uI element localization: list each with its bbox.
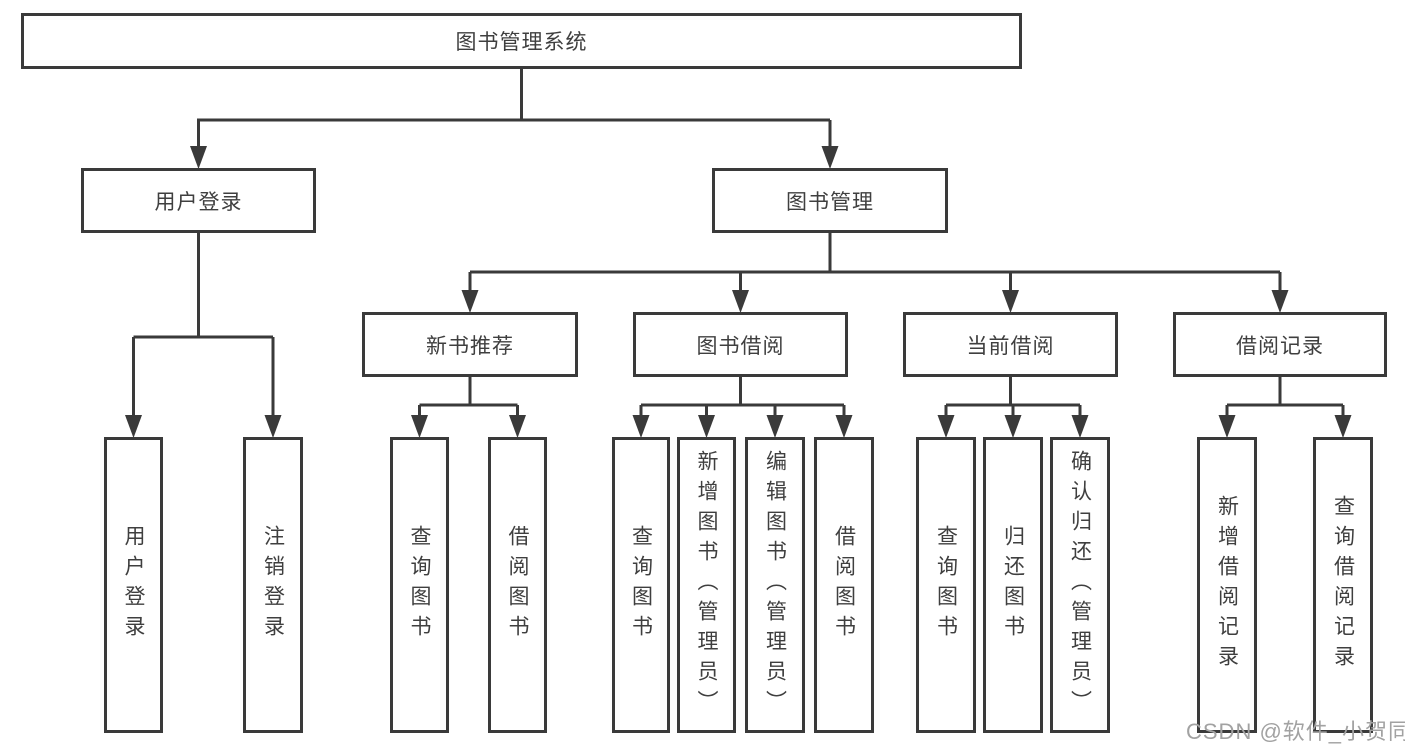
leaf-return-books: 归还图书 — [983, 437, 1043, 733]
node-borrowing-records: 借阅记录 — [1173, 312, 1387, 377]
leaf-borrow-books-borrowing: 借阅图书 — [814, 437, 874, 733]
leaf-logout-login-label: 注销登录 — [261, 525, 285, 645]
node-book-borrowing-label: 图书借阅 — [696, 334, 785, 358]
leaf-query-books-current-label: 查询图书 — [934, 525, 958, 645]
csdn-watermark: CSDN @软件_小贺同学 — [1186, 719, 1405, 744]
leaf-query-books-borrowing-label: 查询图书 — [629, 525, 653, 645]
leaf-logout-login: 注销登录 — [243, 437, 303, 733]
leaf-user-login: 用户登录 — [104, 437, 163, 733]
leaf-borrow-books-borrowing-label: 借阅图书 — [832, 525, 856, 645]
leaf-query-books-borrowing: 查询图书 — [612, 437, 670, 733]
leaf-return-books-label: 归还图书 — [1001, 525, 1025, 645]
node-borrowing-records-label: 借阅记录 — [1236, 334, 1324, 358]
leaf-confirm-return-admin: 确认归还（管理员） — [1050, 437, 1110, 733]
leaf-borrow-books-recommend: 借阅图书 — [488, 437, 547, 733]
node-root: 图书管理系统 — [21, 13, 1022, 69]
leaf-query-books-recommend: 查询图书 — [390, 437, 449, 733]
leaf-add-borrow-record: 新增借阅记录 — [1197, 437, 1257, 733]
node-book-management-label: 图书管理 — [786, 190, 874, 214]
leaf-borrow-books-recommend-label: 借阅图书 — [506, 525, 529, 645]
leaf-edit-books-admin: 编辑图书（管理员） — [745, 437, 805, 733]
leaf-add-books-admin-label: 新增图书（管理员） — [695, 450, 718, 720]
leaf-query-books-current: 查询图书 — [916, 437, 976, 733]
arrowhead-icons — [125, 146, 1352, 438]
node-root-label: 图书管理系统 — [455, 31, 588, 54]
leaf-query-borrow-record: 查询借阅记录 — [1313, 437, 1373, 733]
leaf-user-login-label: 用户登录 — [122, 525, 145, 645]
node-new-book-recommend-label: 新书推荐 — [426, 334, 514, 358]
leaf-edit-books-admin-label: 编辑图书（管理员） — [763, 450, 787, 720]
leaf-add-books-admin: 新增图书（管理员） — [677, 437, 736, 733]
leaf-confirm-return-admin-label: 确认归还（管理员） — [1068, 450, 1092, 720]
node-user-login-label: 用户登录 — [154, 190, 243, 214]
node-current-borrowing-label: 当前借阅 — [966, 334, 1055, 358]
leaf-query-books-recommend-label: 查询图书 — [408, 525, 431, 645]
leaf-query-borrow-record-label: 查询借阅记录 — [1331, 495, 1355, 675]
node-book-management: 图书管理 — [712, 168, 948, 233]
node-book-borrowing: 图书借阅 — [633, 312, 848, 377]
node-user-login: 用户登录 — [81, 168, 316, 233]
leaf-add-borrow-record-label: 新增借阅记录 — [1215, 495, 1239, 675]
node-new-book-recommend: 新书推荐 — [362, 312, 578, 377]
node-current-borrowing: 当前借阅 — [903, 312, 1118, 377]
